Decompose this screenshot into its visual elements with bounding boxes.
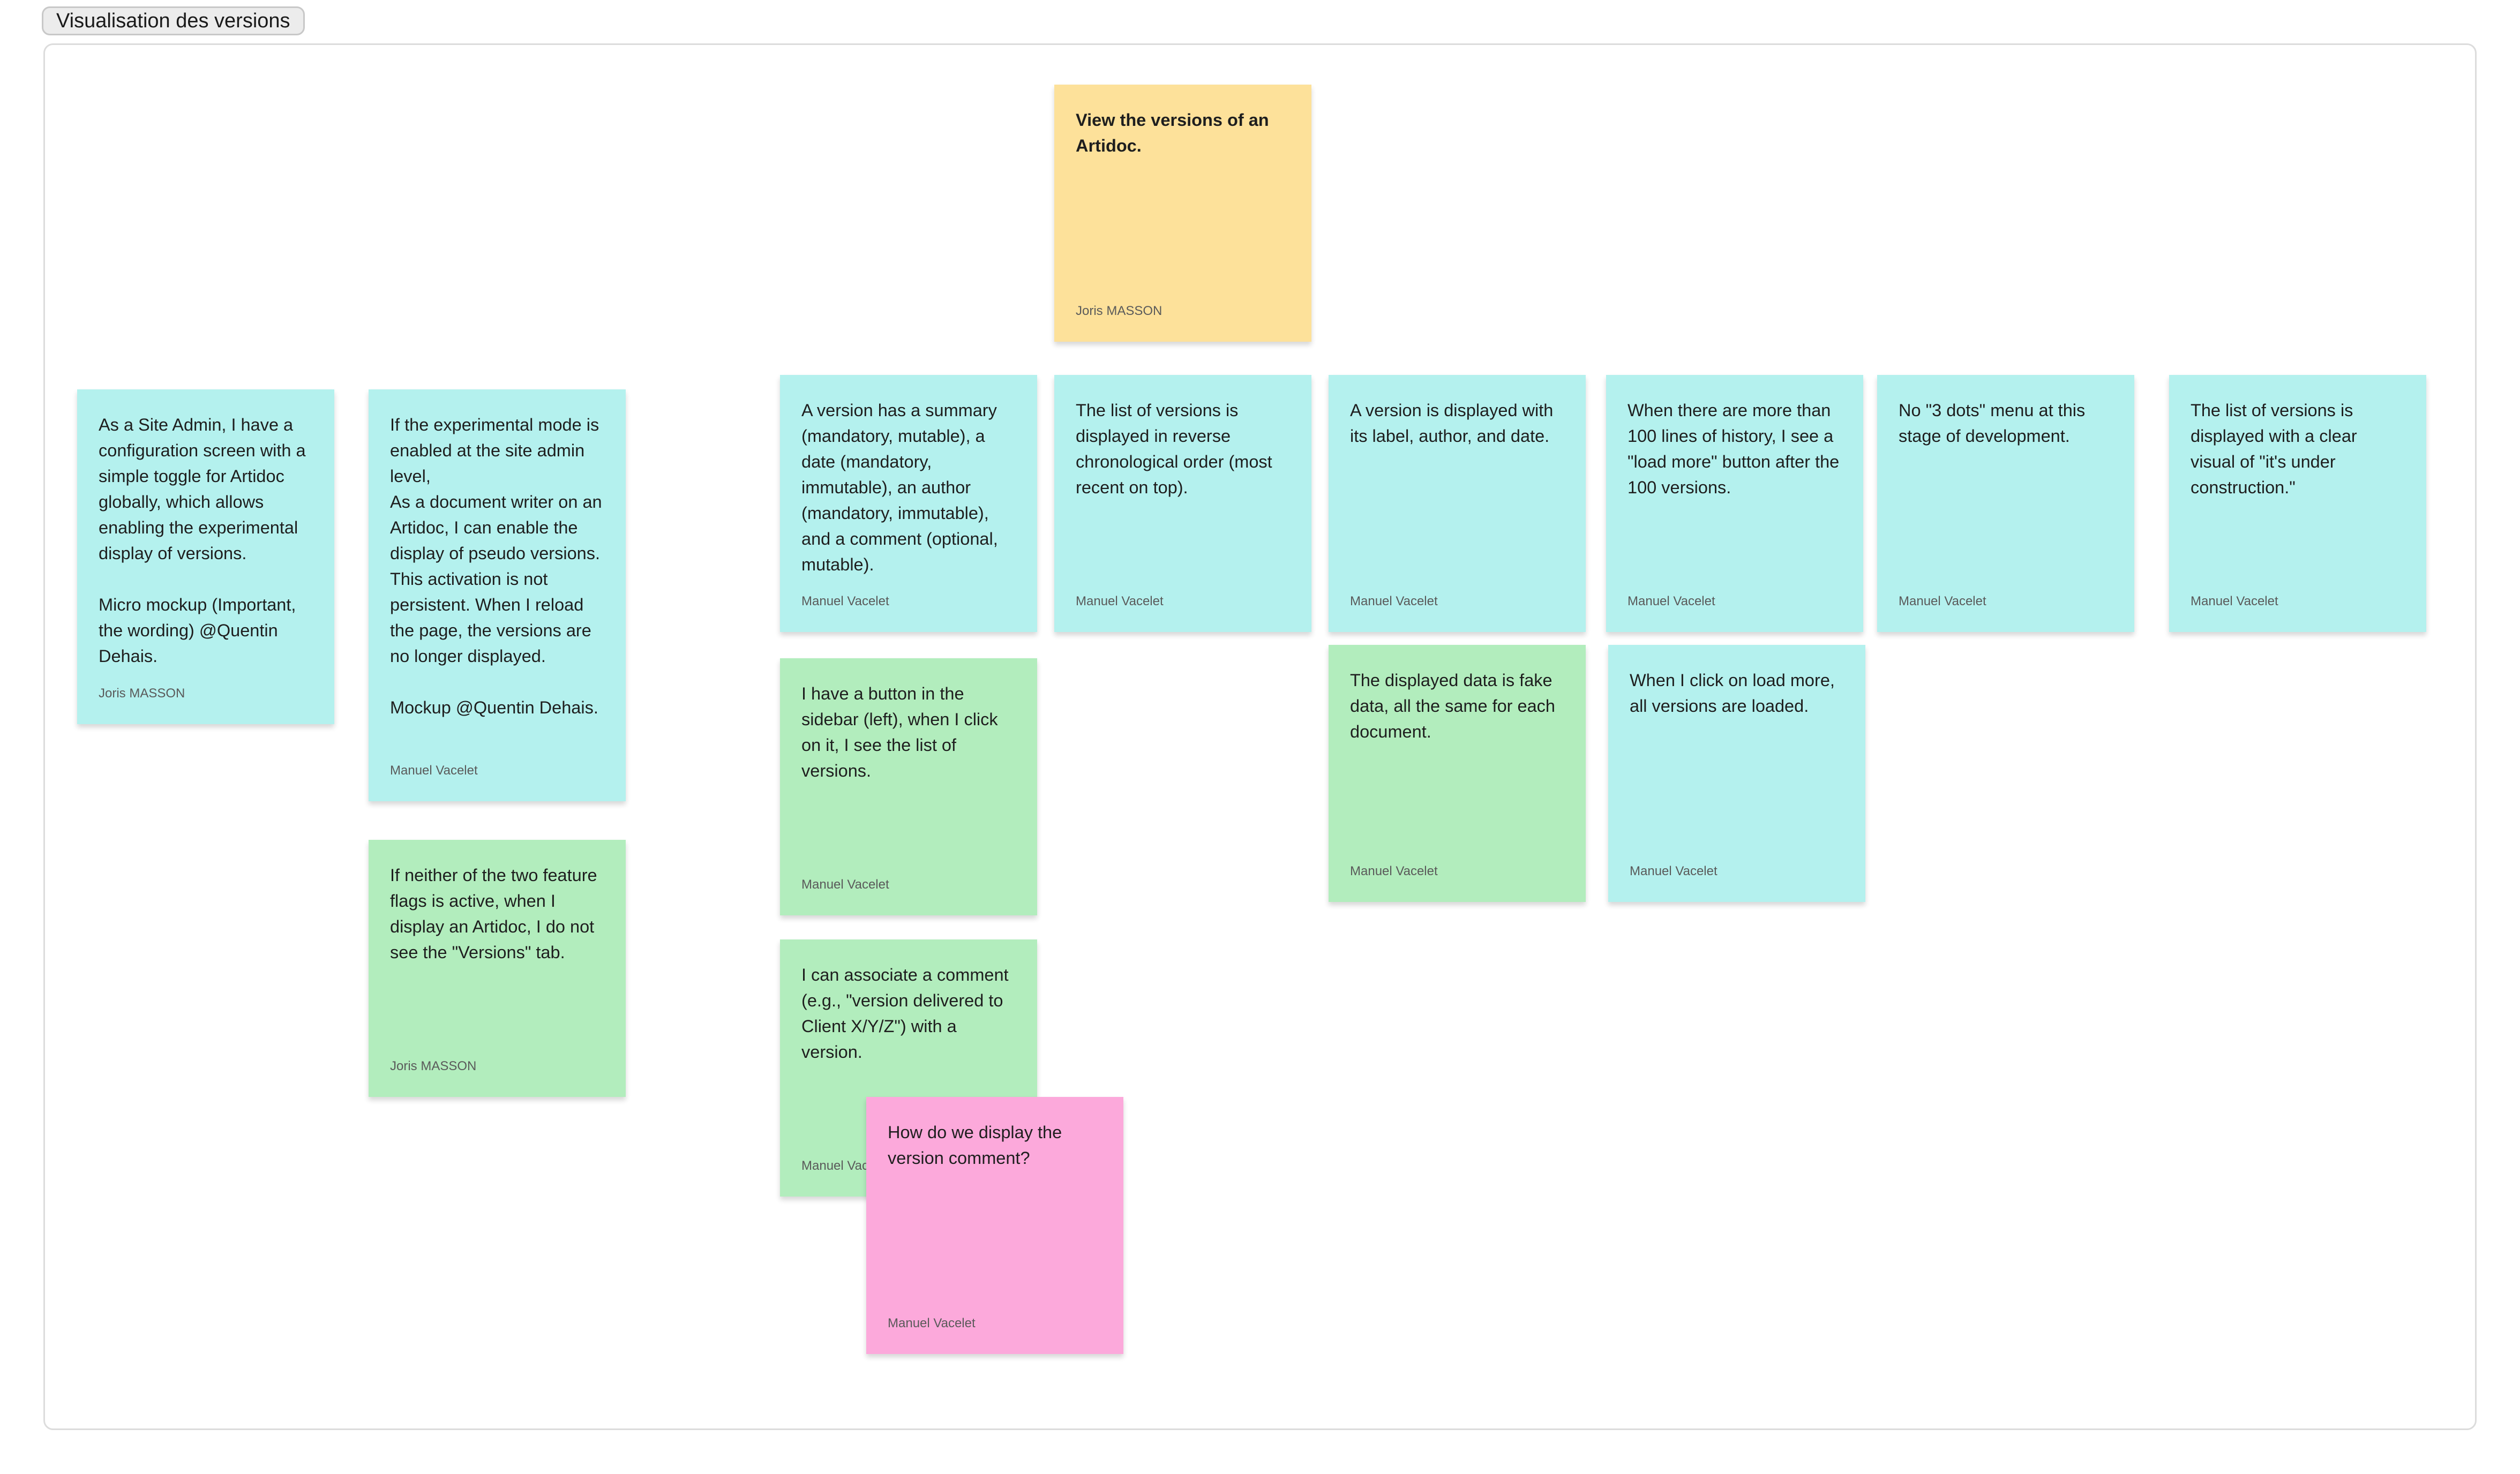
sticky-note-text: The displayed data is fake data, all the… — [1350, 671, 1556, 741]
sticky-note-author: Manuel Vacelet — [1628, 594, 1715, 608]
sticky-note-fake-data[interactable]: The displayed data is fake data, all the… — [1329, 645, 1586, 902]
sticky-note-text: I have a button in the sidebar (left), w… — [801, 684, 998, 780]
sticky-note-version-summary[interactable]: A version has a summary (mandatory, muta… — [780, 375, 1037, 632]
sticky-note-author: Manuel Vacelet — [1899, 594, 1986, 608]
sticky-note-text: A version is displayed with its label, a… — [1350, 401, 1554, 446]
sticky-note-author: Manuel Vacelet — [1630, 864, 1718, 878]
sticky-note-text: If the experimental mode is enabled at t… — [390, 415, 602, 717]
sticky-note-site-admin[interactable]: As a Site Admin, I have a configuration … — [77, 389, 334, 724]
sticky-note-author: Manuel Vacelet — [390, 763, 478, 778]
sticky-note-author: Joris MASSON — [1076, 304, 1162, 318]
sticky-note-text: The list of versions is displayed in rev… — [1076, 401, 1272, 497]
sticky-note-text: How do we display the version comment? — [888, 1123, 1062, 1168]
sticky-note-text: When there are more than 100 lines of hi… — [1628, 401, 1840, 497]
sticky-note-label-author-date[interactable]: A version is displayed with its label, a… — [1329, 375, 1586, 632]
sticky-note-load-more[interactable]: When there are more than 100 lines of hi… — [1606, 375, 1863, 632]
sticky-note-author: Manuel Vacelet — [888, 1316, 976, 1330]
sticky-note-feature-flags[interactable]: If neither of the two feature flags is a… — [369, 840, 626, 1097]
sticky-note-author: Joris MASSON — [390, 1059, 477, 1073]
sticky-note-text: As a Site Admin, I have a configuration … — [99, 415, 306, 666]
sticky-note-experimental-mode[interactable]: If the experimental mode is enabled at t… — [369, 389, 626, 801]
sticky-note-epic[interactable]: View the versions of an Artidoc. Joris M… — [1054, 85, 1311, 342]
sticky-note-reverse-order[interactable]: The list of versions is displayed in rev… — [1054, 375, 1311, 632]
sticky-note-sidebar-button[interactable]: I have a button in the sidebar (left), w… — [780, 658, 1037, 915]
sticky-note-text: A version has a summary (mandatory, muta… — [801, 401, 998, 574]
sticky-note-text: No "3 dots" menu at this stage of develo… — [1899, 401, 2086, 446]
sticky-note-author: Joris MASSON — [99, 686, 185, 701]
section-title-tab[interactable]: Visualisation des versions — [42, 6, 305, 35]
sticky-note-all-loaded[interactable]: When I click on load more, all versions … — [1608, 645, 1865, 902]
sticky-note-author: Manuel Vacelet — [1076, 594, 1164, 608]
sticky-note-text: When I click on load more, all versions … — [1630, 671, 1835, 716]
sticky-note-text: I can associate a comment (e.g., "versio… — [801, 965, 1009, 1062]
sticky-note-comment-question[interactable]: How do we display the version comment? M… — [866, 1097, 1123, 1354]
sticky-note-author: Manuel Vacelet — [1350, 594, 1438, 608]
sticky-note-under-construction[interactable]: The list of versions is displayed with a… — [2169, 375, 2426, 632]
sticky-note-author: Manuel Vacelet — [801, 877, 889, 892]
sticky-note-text: If neither of the two feature flags is a… — [390, 866, 597, 962]
sticky-note-author: Manuel Vacelet — [801, 594, 889, 608]
sticky-note-text: View the versions of an Artidoc. — [1076, 110, 1269, 155]
sticky-note-author: Manuel Vacelet — [1350, 864, 1438, 878]
sticky-note-author: Manuel Vacelet — [2191, 594, 2278, 608]
sticky-note-text: The list of versions is displayed with a… — [2191, 401, 2357, 497]
sticky-note-no-dots-menu[interactable]: No "3 dots" menu at this stage of develo… — [1877, 375, 2134, 632]
